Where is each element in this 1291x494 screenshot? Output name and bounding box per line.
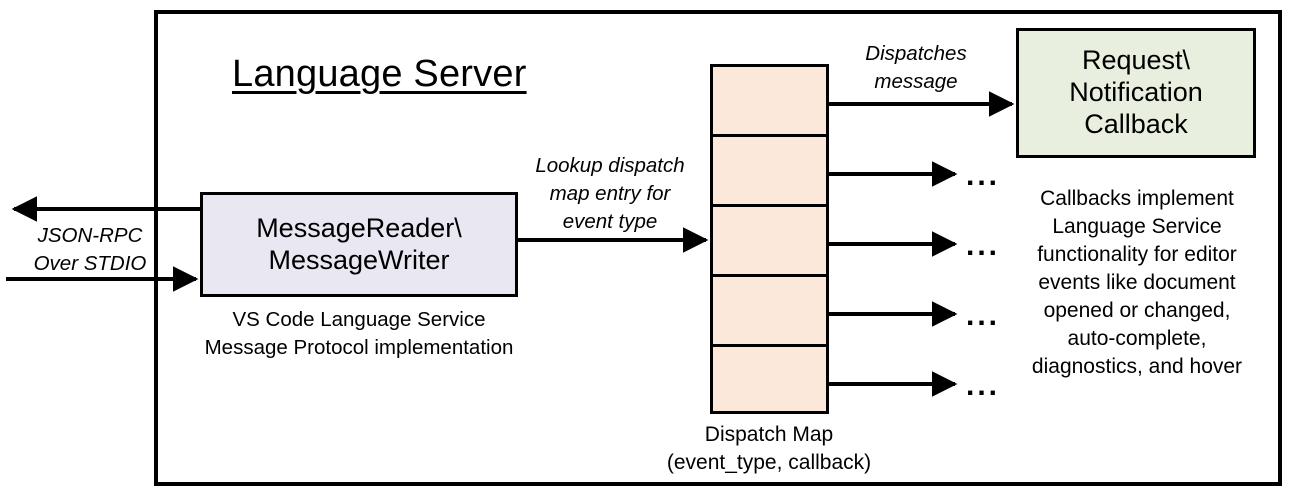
dispatch-map-caption-line-1: Dispatch Map [704, 423, 834, 446]
callback-box-line-3: Callback [1084, 108, 1188, 139]
message-io-caption-line-1: VS Code Language Service [232, 308, 486, 331]
jsonrpc-transport-label: JSON-RPC Over STDIO [14, 222, 166, 279]
callback-box-line-1: Request\ [1081, 45, 1191, 76]
message-io-caption: VS Code Language Service Message Protoco… [196, 306, 522, 361]
dispatches-message-line-2: message [874, 69, 958, 93]
callback-caption-line-1: Callbacks implement [1040, 187, 1234, 210]
callback-caption-line-2: Language Service [1052, 214, 1222, 238]
dispatch-map-table[interactable] [710, 64, 829, 414]
dispatches-message-label: Dispatches message [836, 40, 996, 96]
dispatches-message-line-1: Dispatches [865, 42, 967, 65]
ellipsis-row-4: ... [966, 299, 1001, 332]
page-title: Language Server [232, 53, 527, 95]
dispatch-map-caption: Dispatch Map (event_type, callback) [629, 421, 909, 478]
callback-box-line-2: Notification [1069, 77, 1203, 108]
lookup-dispatch-line-3: event type [562, 209, 658, 233]
jsonrpc-transport-line-1: JSON-RPC [37, 224, 143, 247]
dispatch-map-row[interactable] [713, 207, 826, 277]
jsonrpc-transport-line-2: Over STDIO [33, 252, 147, 276]
message-reader-label: MessageReader\ [256, 212, 462, 243]
dispatch-map-row[interactable] [713, 277, 826, 347]
request-notification-callback-box[interactable]: Request\ Notification Callback [1016, 28, 1256, 158]
callback-caption-line-3: functionality for editor [1037, 242, 1237, 266]
message-reader-writer-box[interactable]: MessageReader\ MessageWriter [200, 192, 518, 297]
dispatch-map-row[interactable] [713, 137, 826, 207]
ellipsis-row-2: ... [966, 159, 1001, 192]
lookup-dispatch-line-1: Lookup dispatch [535, 154, 685, 177]
dispatch-map-row[interactable] [713, 347, 826, 417]
callback-caption-line-6: auto-complete, [1067, 326, 1207, 350]
lookup-dispatch-label: Lookup dispatch map entry for event type [516, 152, 704, 236]
lookup-dispatch-line-2: map entry for [549, 181, 671, 205]
ellipsis-row-3: ... [966, 229, 1001, 262]
dispatch-map-caption-line-2: (event_type, callback) [666, 451, 872, 475]
message-io-caption-line-2: Message Protocol implementation [204, 335, 514, 359]
callback-caption-line-5: opened or changed, [1043, 298, 1231, 322]
callback-caption-line-4: events like document [1038, 270, 1236, 294]
message-writer-label: MessageWriter [268, 244, 450, 275]
ellipsis-row-5: ... [966, 369, 1001, 402]
callback-caption-line-7: diagnostics, and hover [1031, 354, 1243, 378]
language-server-boundary [154, 10, 1282, 486]
callback-caption: Callbacks implement Language Service fun… [1008, 185, 1266, 380]
dispatch-map-row[interactable] [713, 67, 826, 137]
